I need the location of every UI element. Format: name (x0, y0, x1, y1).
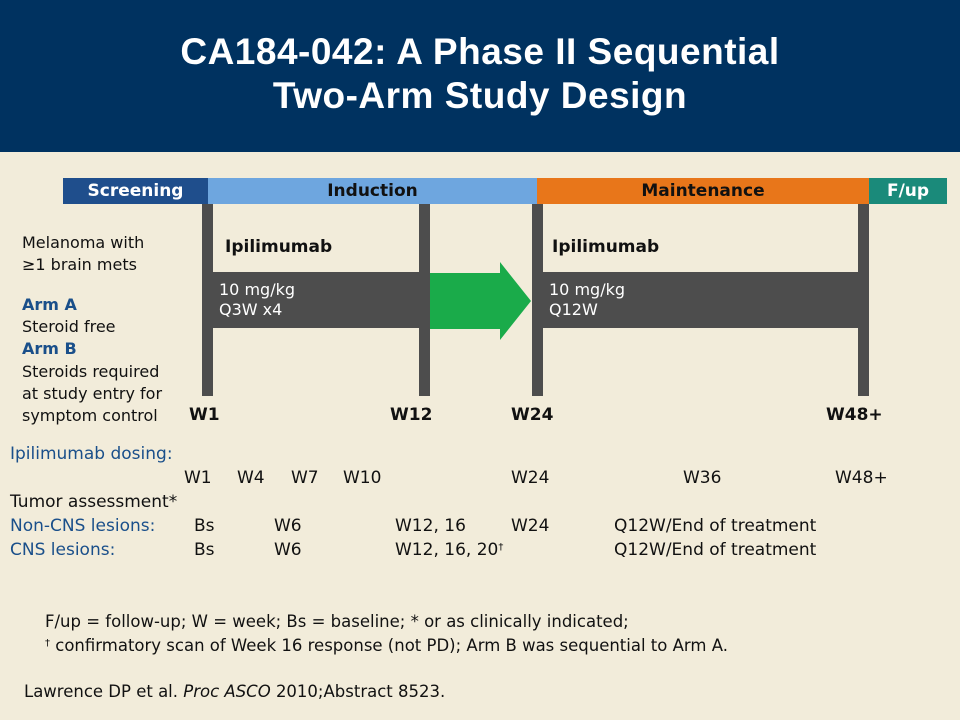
phase-induction: Induction (208, 178, 537, 204)
timeline-marker-w24 (532, 204, 543, 396)
week-label-w12: W12 (390, 405, 433, 425)
slide-title: CA184-042: A Phase II Sequential Two-Arm… (0, 30, 960, 118)
week-label-w48: W48+ (826, 405, 883, 425)
title-banner (0, 0, 960, 152)
title-line-1: CA184-042: A Phase II Sequential (180, 31, 780, 72)
dosing-w1: W1 (184, 468, 212, 488)
induction-drug-name: Ipilimumab (225, 237, 333, 257)
arm-a-desc: Steroid free (22, 317, 116, 336)
week-label-w1: W1 (189, 405, 220, 425)
phase-fup: F/up (869, 178, 947, 204)
citation-journal: Proc ASCO (183, 682, 271, 701)
arm-b-desc-1: Steroids required (22, 362, 160, 381)
phase-maintenance: Maintenance (537, 178, 869, 204)
timeline-marker-w48 (858, 204, 869, 396)
dosing-w7: W7 (291, 468, 319, 488)
population-line-1: Melanoma with (22, 233, 145, 252)
induction-schedule: Q3W x4 (219, 300, 283, 319)
population-line-2: ≥1 brain mets (22, 255, 137, 274)
title-line-2: Two-Arm Study Design (272, 75, 688, 116)
dosing-w10: W10 (343, 468, 382, 488)
arm-b-label: Arm B (22, 339, 77, 358)
citation-authors: Lawrence DP et al. (24, 682, 179, 701)
cns-label: CNS lesions: (10, 540, 116, 560)
induction-dose: 10 mg/kg (219, 280, 295, 299)
noncns-label: Non-CNS lesions: (10, 516, 156, 536)
assessment-label: Tumor assessment* (10, 492, 178, 512)
citation: Lawrence DP et al. Proc ASCO 2010;Abstra… (24, 681, 445, 703)
arm-b-desc-2: at study entry for (22, 384, 163, 403)
induction-dose-bar (213, 272, 419, 328)
dosing-w48: W48+ (835, 468, 888, 488)
maintenance-dose: 10 mg/kg (549, 280, 625, 299)
arm-a-label: Arm A (22, 295, 77, 314)
maintenance-dose-bar (543, 272, 858, 328)
cns-w12-text: W12, 16, 20 (395, 540, 499, 560)
cns-w6: W6 (274, 540, 302, 560)
arm-b-desc-3: symptom control (22, 406, 158, 425)
transition-arrow-icon (430, 262, 531, 340)
noncns-bs: Bs (194, 516, 215, 536)
cns-dagger: † (498, 542, 504, 553)
noncns-w6: W6 (274, 516, 302, 536)
timeline-marker-w1 (202, 204, 213, 396)
noncns-w12: W12, 16 (395, 516, 466, 536)
maintenance-drug-name: Ipilimumab (552, 237, 660, 257)
phase-screening: Screening (63, 178, 208, 204)
maintenance-schedule: Q12W (549, 300, 598, 319)
dosing-w24: W24 (511, 468, 550, 488)
footnote-line-2-text: confirmatory scan of Week 16 response (n… (55, 636, 728, 655)
footnote-line-2: † confirmatory scan of Week 16 response … (45, 635, 728, 657)
noncns-q12: Q12W/End of treatment (614, 516, 817, 536)
timeline-marker-w12 (419, 204, 430, 396)
footnote-dagger: † (45, 638, 50, 649)
cns-w12: W12, 16, 20† (395, 539, 503, 561)
cns-bs: Bs (194, 540, 215, 560)
dosing-label: Ipilimumab dosing: (10, 444, 173, 464)
dosing-w36: W36 (683, 468, 722, 488)
cns-q12: Q12W/End of treatment (614, 540, 817, 560)
week-label-w24: W24 (511, 405, 554, 425)
footnote-line-1: F/up = follow-up; W = week; Bs = baselin… (45, 612, 629, 631)
noncns-w24: W24 (511, 516, 550, 536)
dosing-w4: W4 (237, 468, 265, 488)
citation-rest: 2010;Abstract 8523. (275, 682, 446, 701)
